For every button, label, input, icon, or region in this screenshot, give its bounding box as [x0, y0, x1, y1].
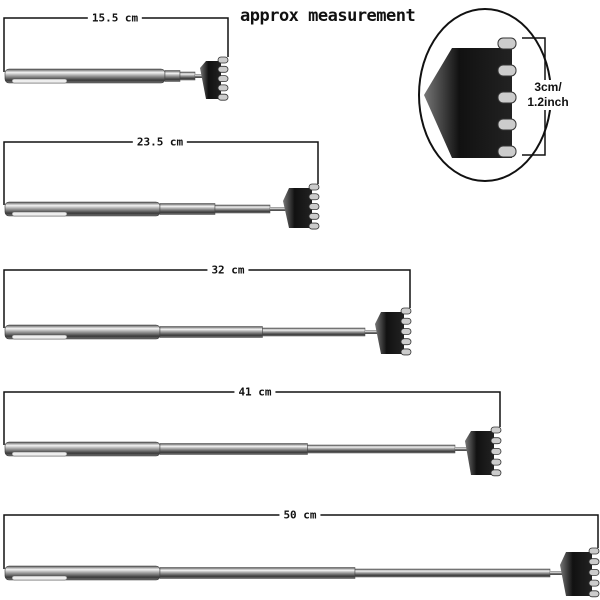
scratcher-segment [159, 443, 308, 455]
scratcher-tooth [490, 469, 502, 477]
scratcher-neck [455, 447, 469, 451]
scratcher-head [200, 61, 221, 99]
measurement-bracket [3, 141, 319, 205]
scratcher-tooth [217, 84, 229, 92]
scratcher-tooth [308, 203, 320, 210]
scratcher-tooth [308, 222, 320, 230]
scratcher-tooth [588, 547, 600, 555]
measurement-bracket [3, 514, 599, 569]
scratcher-tooth [400, 348, 412, 356]
scratcher-tooth [400, 317, 412, 325]
scratcher-tooth [400, 328, 412, 335]
inset-width-label: 3cm/ 1.2inch [527, 80, 569, 110]
inset-width-cm: 3cm/ [534, 80, 562, 94]
scratcher-tooth [308, 193, 320, 201]
scratcher-tooth [588, 579, 600, 587]
scratcher-segment [159, 203, 216, 215]
scratcher-tooth [490, 458, 502, 466]
pocket-clip [11, 334, 68, 340]
scratcher-tooth [217, 93, 229, 101]
title: approx measurement [240, 6, 416, 26]
scratcher-tooth [490, 426, 502, 434]
scratcher-tooth [588, 590, 600, 598]
scratcher-tooth [490, 447, 502, 455]
scratcher-segment [179, 71, 196, 81]
measurement-label: 15.5 cm [87, 11, 143, 25]
measurement-label: 32 cm [207, 263, 249, 277]
scratcher-neck [550, 571, 564, 575]
pocket-clip [11, 451, 68, 457]
inset-tooth [497, 37, 517, 50]
scratcher-head [560, 552, 592, 596]
inset-width-inch: 1.2inch [527, 95, 569, 109]
inset-tooth [497, 91, 517, 104]
scratcher-tooth [217, 56, 229, 64]
inset-tooth [497, 145, 517, 158]
scratcher-neck [365, 330, 379, 334]
scratcher-segment [164, 70, 181, 82]
scratcher-segment [262, 327, 366, 337]
measurement-bracket [3, 17, 229, 72]
scratcher-tooth [400, 307, 412, 315]
measurement-bracket [3, 269, 411, 328]
pocket-clip [11, 211, 68, 217]
scratcher-tooth [588, 558, 600, 566]
scratcher-segment [214, 204, 271, 214]
inset-tooth [497, 64, 517, 77]
measurement-label: 23.5 cm [132, 135, 188, 149]
pocket-clip [11, 575, 68, 581]
scratcher-segment [159, 326, 263, 338]
scratcher-segment [354, 568, 551, 578]
scratcher-head [465, 431, 494, 475]
scratcher-tooth [308, 183, 320, 191]
inset-tooth [497, 118, 517, 131]
scratcher-tooth [588, 568, 600, 576]
scratcher-tooth [308, 212, 320, 220]
scratcher-segment [307, 444, 456, 454]
measurement-label: 41 cm [234, 385, 276, 399]
pocket-clip [11, 78, 68, 84]
scratcher-neck [270, 207, 287, 211]
measurement-bracket [3, 391, 501, 445]
scratcher-segment [159, 567, 356, 579]
scratcher-head [375, 312, 404, 354]
scratcher-head [283, 188, 312, 228]
scratcher-tooth [490, 437, 502, 445]
scratcher-neck [195, 74, 204, 78]
scratcher-tooth [217, 75, 229, 83]
scratcher-tooth [217, 65, 229, 73]
scratcher-tooth [400, 338, 412, 346]
measurement-label: 50 cm [279, 508, 321, 522]
inset-scratcher-head [424, 48, 512, 158]
